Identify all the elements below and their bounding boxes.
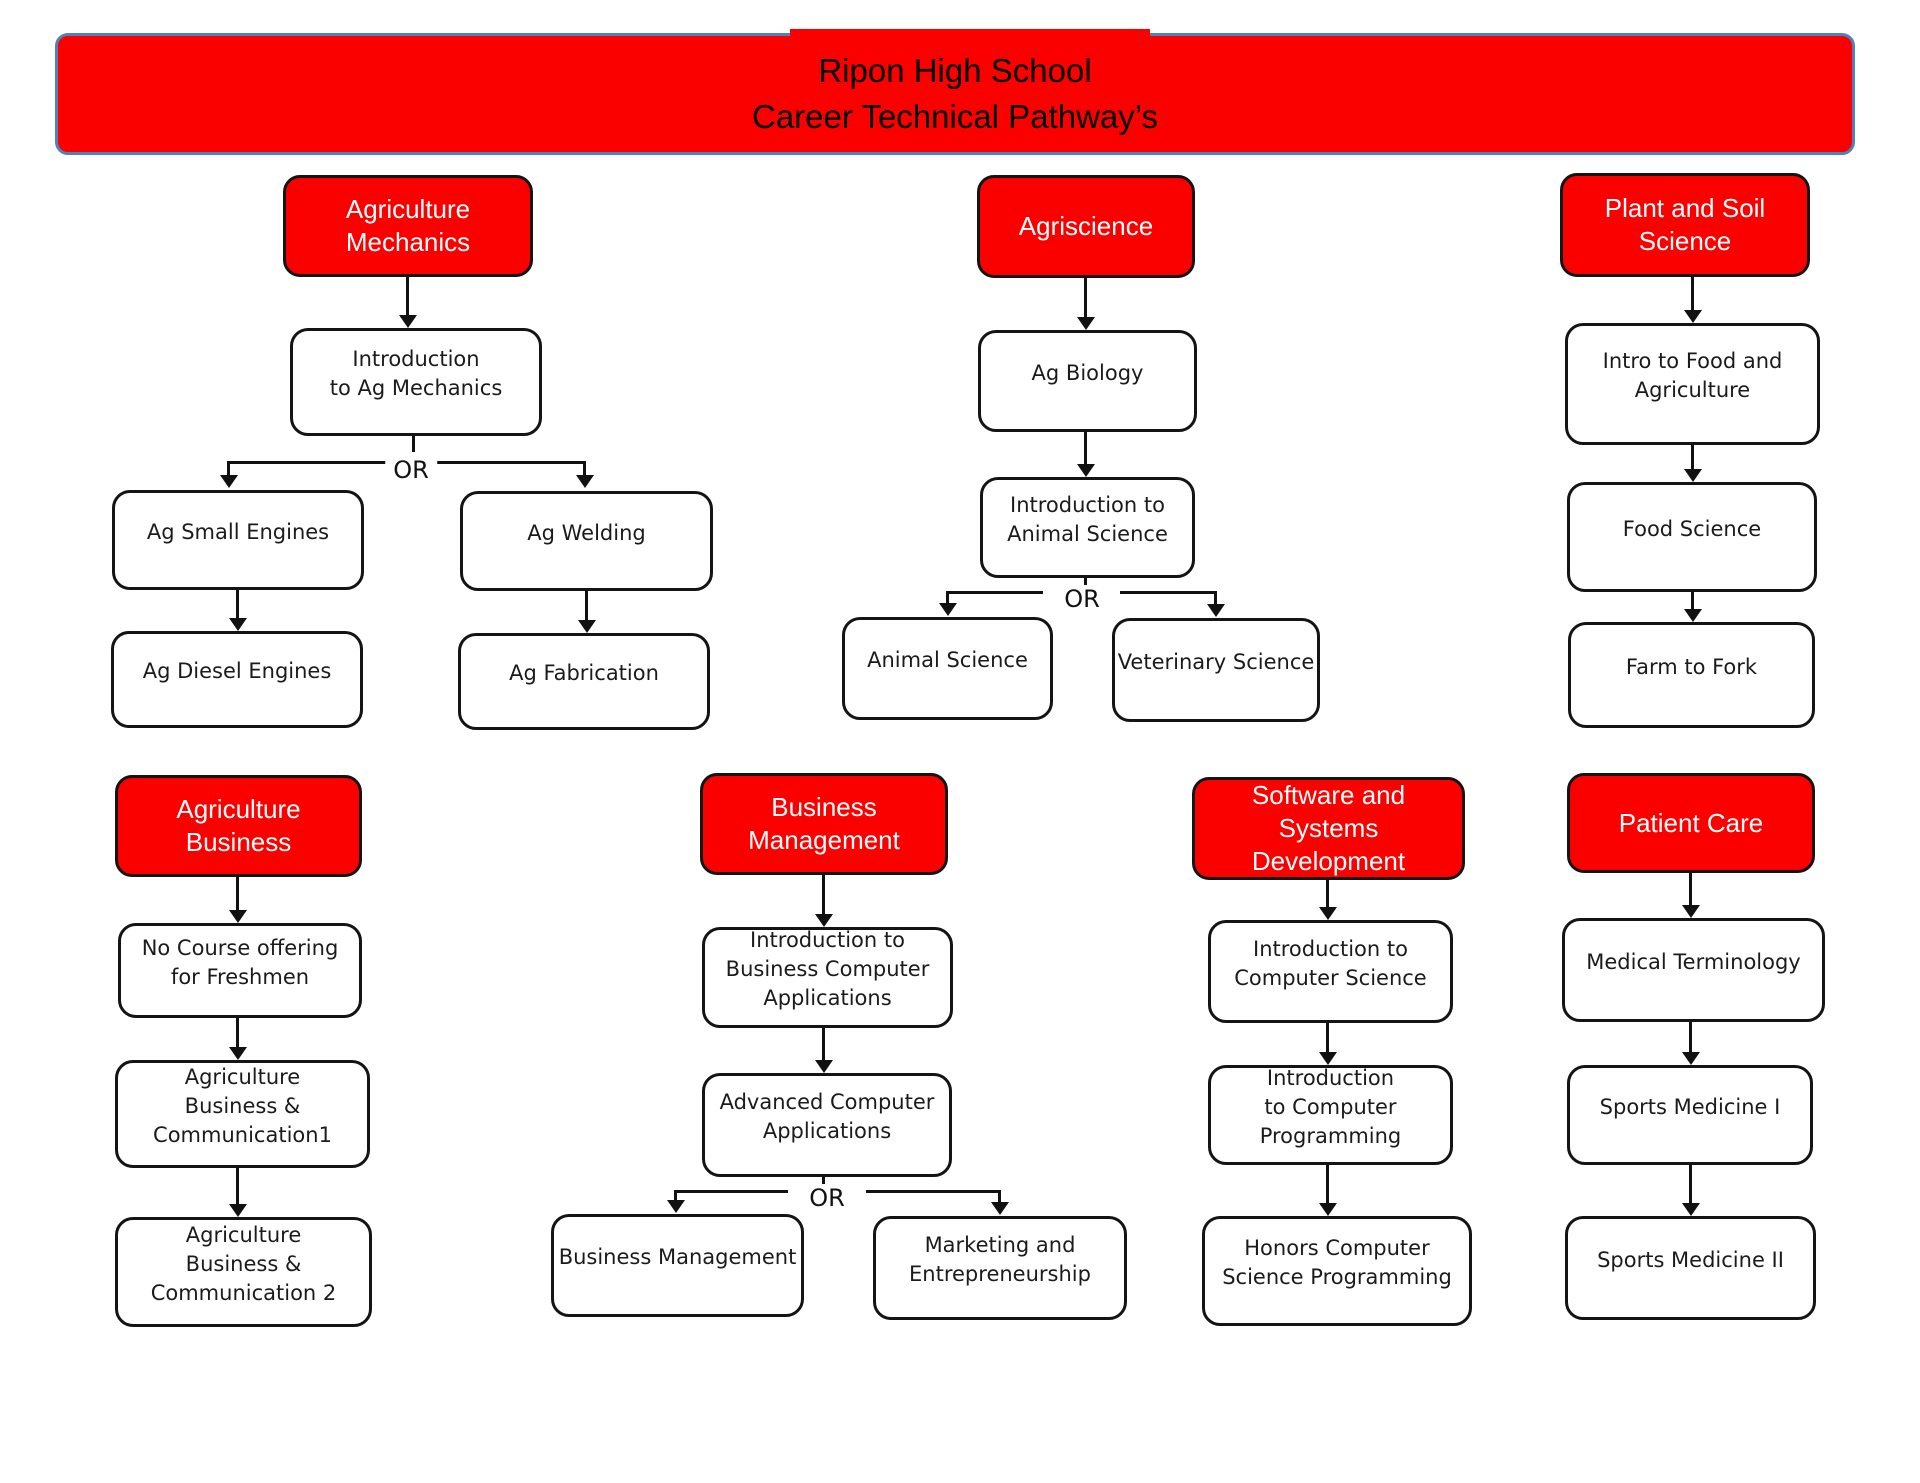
arrow-down xyxy=(236,1168,239,1204)
arrow-down xyxy=(236,1018,239,1047)
course-agriculture-business-communication-2: Agriculture Business & Communication 2 xyxy=(115,1217,372,1327)
course-no-course-offering-for-freshmen: No Course offering for Freshmen xyxy=(118,923,362,1018)
pathway-header-agriscience: Agriscience xyxy=(977,175,1195,278)
or-label: OR xyxy=(385,456,437,484)
branch-arrow-left xyxy=(227,461,230,475)
diagram-title-banner: Ripon High School Career Technical Pathw… xyxy=(55,33,1855,155)
school-name: Ripon High School xyxy=(818,52,1092,89)
course-ag-welding: Ag Welding xyxy=(460,491,713,591)
course-advanced-computer-applications: Advanced Computer Applications xyxy=(702,1073,952,1177)
header-accent-strip xyxy=(790,29,1150,39)
connector-stub xyxy=(822,1177,825,1190)
course-introduction-to-business-computer-applications: Introduction to Business Computer Applic… xyxy=(702,927,953,1028)
branch-arrow-left xyxy=(946,591,949,603)
branch-line-right xyxy=(437,461,585,464)
arrow-down xyxy=(1691,592,1694,609)
course-sports-medicine-1: Sports Medicine I xyxy=(1567,1065,1813,1165)
branch-line-right xyxy=(1120,591,1217,594)
course-business-management: Business Management xyxy=(551,1214,804,1317)
arrow-down xyxy=(1689,1022,1692,1052)
branch-line-left xyxy=(228,461,386,464)
branch-line-right xyxy=(866,1190,1001,1193)
course-marketing-and-entrepreneurship: Marketing and Entrepreneurship xyxy=(873,1216,1127,1320)
arrow-down xyxy=(1084,278,1087,317)
pathway-header-agriculture-mechanics: Agriculture Mechanics xyxy=(283,175,533,277)
branch-line-left xyxy=(675,1190,788,1193)
or-label: OR xyxy=(801,1184,853,1212)
arrow-down xyxy=(1326,880,1329,907)
branch-arrow-right xyxy=(1214,591,1217,604)
arrow-down xyxy=(406,277,409,315)
arrow-down xyxy=(1691,445,1694,469)
course-introduction-to-ag-mechanics: Introduction to Ag Mechanics xyxy=(290,328,542,436)
course-introduction-to-animal-science: Introduction to Animal Science xyxy=(980,477,1195,578)
course-veterinary-science: Veterinary Science xyxy=(1112,618,1320,722)
course-animal-science: Animal Science xyxy=(842,617,1053,720)
connector-stub xyxy=(1084,578,1087,591)
course-ag-small-engines: Ag Small Engines xyxy=(112,490,364,590)
course-ag-fabrication: Ag Fabrication xyxy=(458,633,710,730)
pathway-header-software-and-systems-development: Software and Systems Development xyxy=(1192,777,1465,880)
course-introduction-to-computer-programming: Introduction to Computer Programming xyxy=(1208,1065,1453,1165)
pathway-header-agriculture-business: Agriculture Business xyxy=(115,775,362,877)
branch-arrow-right xyxy=(583,461,586,475)
branch-arrow-left xyxy=(674,1190,677,1200)
branch-line-left xyxy=(947,591,1043,594)
arrow-down xyxy=(1691,277,1694,310)
pathway-header-business-management: Business Management xyxy=(700,773,948,875)
arrow-down xyxy=(236,877,239,910)
course-ag-biology: Ag Biology xyxy=(978,330,1197,432)
course-intro-to-food-and-agriculture: Intro to Food and Agriculture xyxy=(1565,323,1820,445)
course-medical-terminology: Medical Terminology xyxy=(1562,918,1825,1022)
course-agriculture-business-communication-1: Agriculture Business & Communication1 xyxy=(115,1060,370,1168)
branch-arrow-right xyxy=(998,1190,1001,1202)
course-food-science: Food Science xyxy=(1567,482,1817,592)
course-farm-to-fork: Farm to Fork xyxy=(1568,622,1815,728)
diagram-subtitle: Career Technical Pathway’s xyxy=(752,98,1158,135)
arrow-down xyxy=(236,590,239,618)
arrow-down xyxy=(822,875,825,914)
course-introduction-to-computer-science: Introduction to Computer Science xyxy=(1208,920,1453,1023)
arrow-down xyxy=(1689,1165,1692,1203)
pathway-header-patient-care: Patient Care xyxy=(1567,773,1815,873)
course-honors-computer-science-programming: Honors Computer Science Programming xyxy=(1202,1216,1472,1326)
arrow-down xyxy=(1326,1023,1329,1052)
arrow-down xyxy=(822,1028,825,1060)
connector-stub xyxy=(412,436,415,452)
arrow-down xyxy=(1326,1165,1329,1203)
arrow-down xyxy=(1084,432,1087,464)
arrow-down xyxy=(585,591,588,620)
pathway-header-plant-and-soil-science: Plant and Soil Science xyxy=(1560,173,1810,277)
course-ag-diesel-engines: Ag Diesel Engines xyxy=(111,631,363,728)
or-label: OR xyxy=(1056,585,1108,613)
arrow-down xyxy=(1689,873,1692,905)
course-sports-medicine-2: Sports Medicine II xyxy=(1565,1216,1816,1320)
